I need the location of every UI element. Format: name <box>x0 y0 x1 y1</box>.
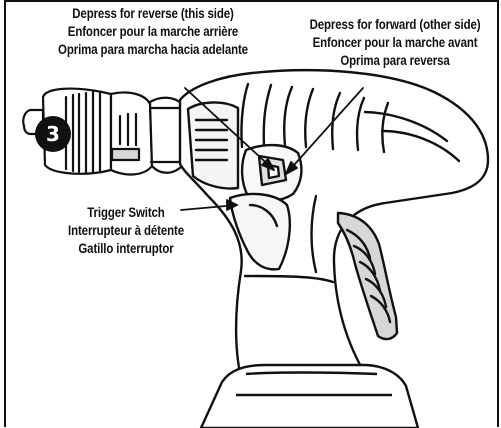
reverse-callout-english: Depress for reverse (this side) <box>72 5 234 21</box>
forward-callout-french: Enfoncer pour la marche avant <box>312 34 478 50</box>
reverse-callout-spanish: Oprima para marcha hacia adelante <box>58 41 248 57</box>
step-number-badge: 3 <box>35 116 71 152</box>
trigger-callout-english: Trigger Switch <box>87 204 165 220</box>
reverse-callout-french: Enfoncer pour la marche arrière <box>67 23 239 39</box>
illustration-frame <box>4 0 499 427</box>
reverse-callout: Depress for reverse (this side) Enfoncer… <box>30 4 276 58</box>
battery-pack <box>199 363 420 428</box>
forward-callout-english: Depress for forward (other side) <box>309 16 481 32</box>
forward-callout: Depress for forward (other side) Enfonce… <box>252 15 501 69</box>
leader-lines <box>180 87 364 211</box>
drill-body <box>178 69 490 391</box>
trigger-callout-french: Interrupteur à détente <box>68 222 184 238</box>
trigger-callout-spanish: Gatillo interruptor <box>78 240 174 256</box>
trigger-callout: Trigger Switch Interrupteur à détente Ga… <box>44 203 208 257</box>
forward-callout-spanish: Oprima para reversa <box>340 52 450 68</box>
